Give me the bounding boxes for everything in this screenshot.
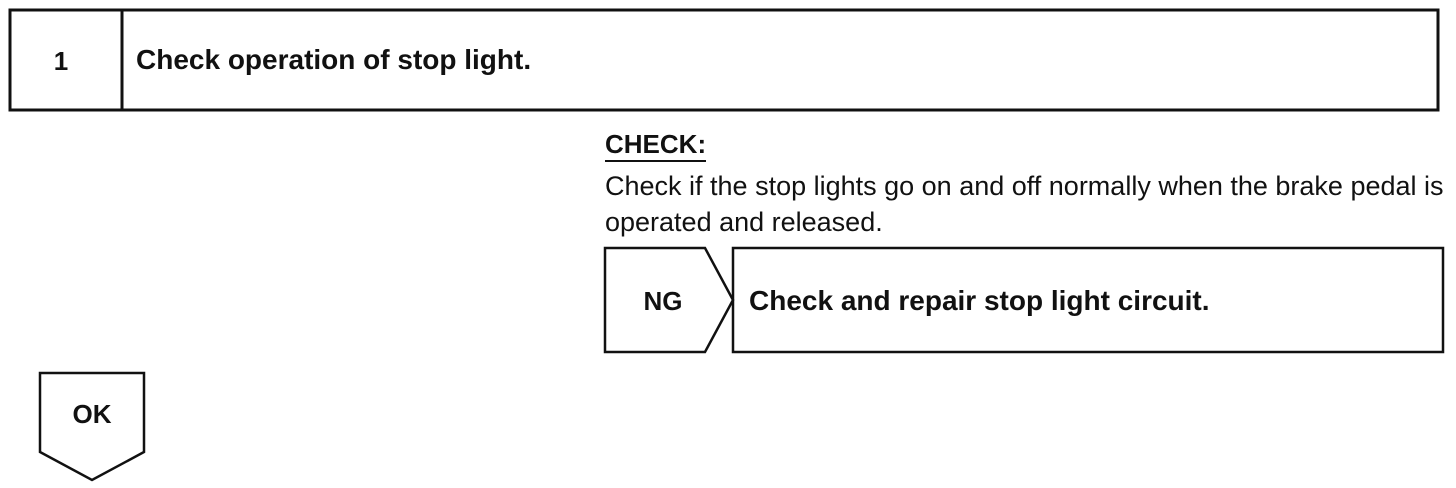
ng-action-box <box>731 246 1445 354</box>
ng-action-text: Check and repair stop light circuit. <box>749 285 1210 316</box>
step-header-box <box>8 8 1440 112</box>
step-number: 1 <box>53 46 69 76</box>
ok-label: OK <box>72 399 112 429</box>
ng-label: NG <box>643 286 683 316</box>
step-title: Check operation of stop light. <box>136 44 532 75</box>
ok-arrow-shape <box>38 371 146 482</box>
ng-arrow-shape <box>603 246 735 354</box>
check-instruction-text: Check if the stop lights go on and off n… <box>605 171 1444 237</box>
check-heading: CHECK: <box>605 131 707 162</box>
